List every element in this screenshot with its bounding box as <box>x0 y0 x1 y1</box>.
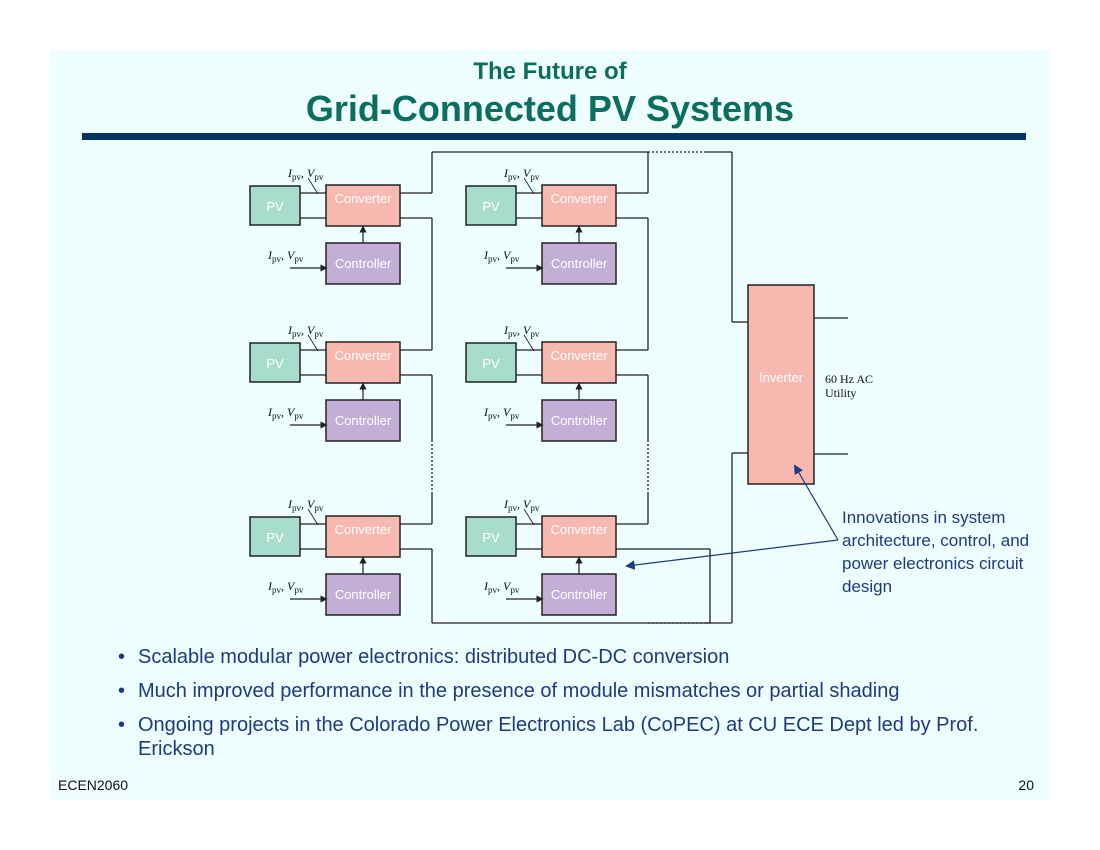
converter-label: Converter <box>550 522 608 537</box>
bullet-dot: • <box>118 680 126 702</box>
signal-label-text: Ipv, Vpv <box>287 323 324 339</box>
title-divider <box>82 133 1026 140</box>
converter-label: Converter <box>334 522 392 537</box>
pv-label: PV <box>266 199 284 214</box>
course-code: ECEN2060 <box>58 777 129 793</box>
signal-label: Ipv, Vpv <box>503 497 540 513</box>
bullet-list: • Scalable modular power electronics: dis… <box>118 645 1018 771</box>
converter-label: Converter <box>550 348 608 363</box>
converter-label: Converter <box>550 191 608 206</box>
pv-label: PV <box>482 356 500 371</box>
converter-label: Converter <box>334 348 392 363</box>
sense-tick <box>523 177 535 195</box>
utility-label-line1: 60 Hz AC <box>825 372 873 386</box>
bullet-item: • Much improved performance in the presen… <box>118 679 1018 703</box>
bullet-text: Much improved performance in the presenc… <box>138 680 900 702</box>
inverter-box <box>747 284 815 485</box>
controller-label: Controller <box>335 413 392 428</box>
bullet-item: • Ongoing projects in the Colorado Power … <box>118 713 1018 761</box>
sense-tick <box>523 334 535 352</box>
sense-tick <box>307 334 319 352</box>
pv-label: PV <box>266 530 284 545</box>
controller-label: Controller <box>335 256 392 271</box>
signal-label: Ipv, Vpv <box>287 166 324 182</box>
converter-box <box>325 515 401 558</box>
pv-panel-box <box>249 185 301 226</box>
signal-label-text: Ipv, Vpv <box>267 405 304 421</box>
signal-label-text: Ipv, Vpv <box>483 405 520 421</box>
pv-panel-box <box>465 342 517 383</box>
pv-panel-box <box>249 342 301 383</box>
converter-label: Converter <box>334 191 392 206</box>
title-line-2: Grid-Connected PV Systems <box>305 88 795 129</box>
pv-panel-box <box>249 516 301 557</box>
controller-box <box>325 573 401 616</box>
bullet-dot: • <box>118 714 126 736</box>
signal-label: Ipv, Vpv <box>267 248 304 264</box>
utility-label-line2: Utility <box>825 386 856 400</box>
signal-label-text: Ipv, Vpv <box>267 248 304 264</box>
signal-label: Ipv, Vpv <box>287 323 324 339</box>
annotation-arrow <box>794 464 839 541</box>
signal-label-text: Ipv, Vpv <box>503 166 540 182</box>
bullet-text: Scalable modular power electronics: dist… <box>138 646 730 668</box>
signal-label-text: Ipv, Vpv <box>267 579 304 595</box>
bullet-text: Ongoing projects in the Colorado Power E… <box>138 714 979 760</box>
inverter-label: Inverter <box>759 370 804 385</box>
signal-label: Ipv, Vpv <box>483 248 520 264</box>
signal-label-text: Ipv, Vpv <box>503 497 540 513</box>
signal-label: Ipv, Vpv <box>287 497 324 513</box>
controller-label: Controller <box>551 587 608 602</box>
signal-label: Ipv, Vpv <box>503 166 540 182</box>
signal-label: Ipv, Vpv <box>267 405 304 421</box>
page-number: 20 <box>1018 777 1034 793</box>
pv-label: PV <box>482 199 500 214</box>
bullet-item: • Scalable modular power electronics: dis… <box>118 645 1018 669</box>
controller-box <box>325 242 401 285</box>
signal-label: Ipv, Vpv <box>483 579 520 595</box>
converter-box <box>325 341 401 384</box>
pv-label: PV <box>482 530 500 545</box>
sense-tick <box>307 177 319 195</box>
bullet-dot: • <box>118 646 126 668</box>
signal-label: Ipv, Vpv <box>483 405 520 421</box>
signal-label: Ipv, Vpv <box>267 579 304 595</box>
pv-panel-box <box>465 185 517 226</box>
signal-label: Ipv, Vpv <box>503 323 540 339</box>
signal-label-text: Ipv, Vpv <box>287 497 324 513</box>
title-line-1: The Future of <box>473 58 627 85</box>
signal-label-text: Ipv, Vpv <box>287 166 324 182</box>
innovation-annotation: Innovations in system architecture, cont… <box>842 508 1030 596</box>
pv-panel-box <box>465 516 517 557</box>
annotation-arrow <box>625 539 839 570</box>
pv-label: PV <box>266 356 284 371</box>
sense-tick <box>523 508 535 526</box>
controller-label: Controller <box>551 256 608 271</box>
signal-label-text: Ipv, Vpv <box>483 579 520 595</box>
sense-tick <box>307 508 319 526</box>
signal-label-text: Ipv, Vpv <box>503 323 540 339</box>
controller-label: Controller <box>335 587 392 602</box>
controller-box <box>541 399 617 442</box>
controller-label: Controller <box>551 413 608 428</box>
signal-label-text: Ipv, Vpv <box>483 248 520 264</box>
